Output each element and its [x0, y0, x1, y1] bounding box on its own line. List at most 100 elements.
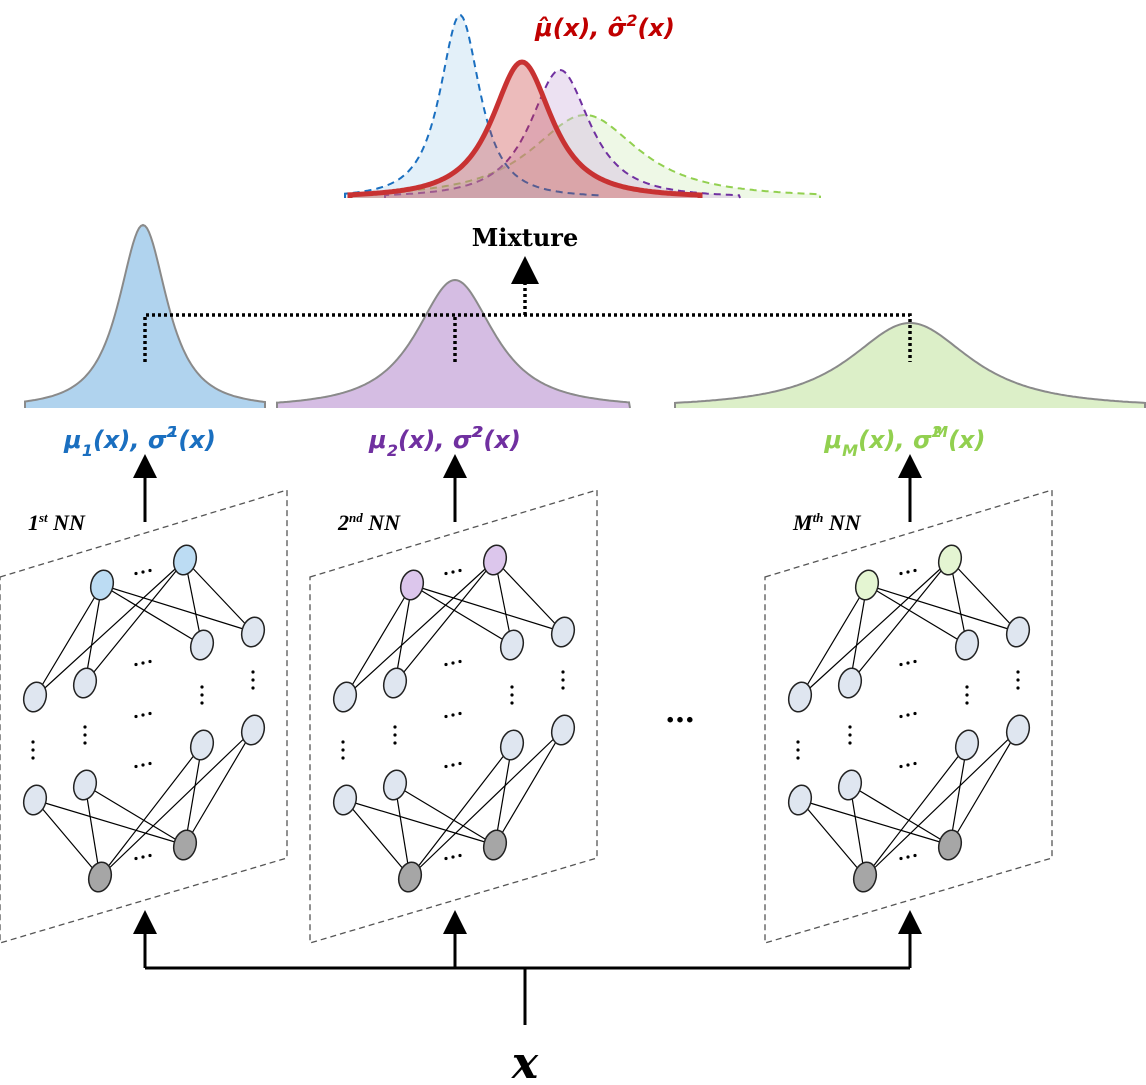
vertical-ellipsis-dots: [561, 670, 565, 674]
nn-panel-2: 2nd NN: [309, 489, 598, 944]
ellipsis-dots: [906, 661, 910, 665]
label-part: (x),: [858, 426, 913, 454]
vertical-ellipsis-dots: [83, 741, 87, 745]
nn-edge: [34, 799, 186, 846]
ellipsis-dots: [451, 570, 455, 574]
hidden-node: [332, 784, 358, 816]
label-part: 1: [168, 423, 178, 441]
nn-suffix: NN: [48, 510, 86, 535]
ellipsis-dots: [134, 714, 138, 719]
ellipsis-dots: [444, 571, 448, 576]
ellipsis-dots: [899, 662, 903, 667]
hidden-node: [499, 729, 525, 761]
nn-edge: [184, 744, 203, 846]
ellipsis-dots: [458, 853, 462, 858]
ellipsis-dots: [148, 568, 152, 573]
model-1-distribution-curve: [24, 223, 266, 408]
vertical-ellipsis-dots: [251, 670, 255, 674]
label-part: (x),: [93, 426, 148, 454]
vertical-ellipsis-dots: [341, 756, 345, 760]
label-part: (x): [483, 426, 520, 454]
hidden-node: [72, 667, 98, 699]
nn-edge: [494, 559, 564, 633]
vertical-ellipsis-dots: [796, 740, 800, 744]
input-node: [852, 861, 878, 893]
vertical-ellipsis-dots: [31, 740, 35, 744]
hidden-node: [72, 769, 98, 801]
nn-edge: [409, 744, 513, 878]
output-node: [89, 569, 115, 601]
ellipsis-dots: [148, 659, 152, 664]
mu-hat: μ̂: [534, 14, 553, 42]
ellipsis-dots: [899, 571, 903, 576]
hidden-node: [240, 714, 266, 746]
input-node: [482, 829, 508, 861]
ellipsis-dots: [458, 659, 462, 664]
ellipsis-dots: [913, 761, 917, 766]
nn-number: M: [792, 510, 814, 535]
model-3-distribution-curve: [674, 322, 1146, 408]
ellipsis-dots: [451, 855, 455, 859]
ellipsis-dots: [141, 763, 145, 767]
mixture-component-2-curve: [384, 69, 741, 199]
nn-edge: [344, 799, 411, 878]
hidden-node: [954, 729, 980, 761]
nn-edge: [394, 784, 411, 878]
superscript: 2: [626, 11, 637, 30]
vertical-ellipsis-dots: [561, 678, 565, 682]
nn-edge: [34, 559, 186, 698]
ellipsis-dots: [913, 711, 917, 716]
vertical-ellipsis-dots: [965, 701, 969, 705]
label-part: 1: [82, 441, 93, 460]
ellipsis-dots: [906, 855, 910, 859]
nn-edge: [866, 584, 968, 646]
output-node: [854, 569, 880, 601]
nn-edge: [34, 584, 103, 698]
vertical-ellipsis-dots: [510, 701, 514, 705]
nn-edge: [849, 584, 868, 684]
nn-edge: [344, 559, 496, 698]
ellipsis-dots: [141, 855, 145, 859]
nn-edge: [101, 584, 203, 646]
input-node: [397, 861, 423, 893]
ellipsis-dots: [134, 764, 138, 769]
hidden-node: [1005, 714, 1031, 746]
hidden-node: [837, 769, 863, 801]
nn-number: 1: [28, 510, 39, 535]
ellipsis-dots: [141, 713, 145, 717]
vertical-ellipsis-dots: [341, 740, 345, 744]
nn-edge: [864, 729, 1019, 878]
nn-2-title: 2nd NN: [337, 510, 401, 535]
nn-edge: [184, 559, 254, 633]
vertical-ellipsis-dots: [1016, 686, 1020, 690]
input-connector: [133, 910, 922, 1025]
vertical-ellipsis-dots: [848, 725, 852, 729]
vertical-ellipsis-dots: [200, 685, 204, 689]
mixture-connector: [143, 256, 912, 362]
nn-edge: [849, 784, 951, 846]
hidden-node: [787, 784, 813, 816]
nn-edge: [344, 799, 496, 846]
nn-ordinal: st: [38, 510, 48, 525]
ellipsis-dots: [906, 570, 910, 574]
nn-edge: [799, 559, 951, 698]
nn-edge: [864, 744, 968, 878]
ellipsis-dots: [906, 763, 910, 767]
label-part: M: [842, 441, 858, 460]
hidden-node: [837, 667, 863, 699]
hidden-node: [22, 681, 48, 713]
ellipsis-dots: [913, 659, 917, 664]
vertical-ellipsis-dots: [796, 748, 800, 752]
hidden-node: [332, 681, 358, 713]
label-part: μ: [824, 426, 843, 454]
nn-panel-1: 1st NN: [0, 489, 288, 944]
sigma-hat: σ̂: [608, 14, 627, 42]
label-part: (x): [637, 14, 674, 42]
nn-edge: [394, 784, 496, 846]
ellipsis-dots: [134, 662, 138, 667]
nn-edge: [184, 729, 254, 846]
nn-edge: [99, 729, 254, 878]
ellipsis-dots: [899, 856, 903, 861]
label-part: μ: [63, 426, 82, 454]
